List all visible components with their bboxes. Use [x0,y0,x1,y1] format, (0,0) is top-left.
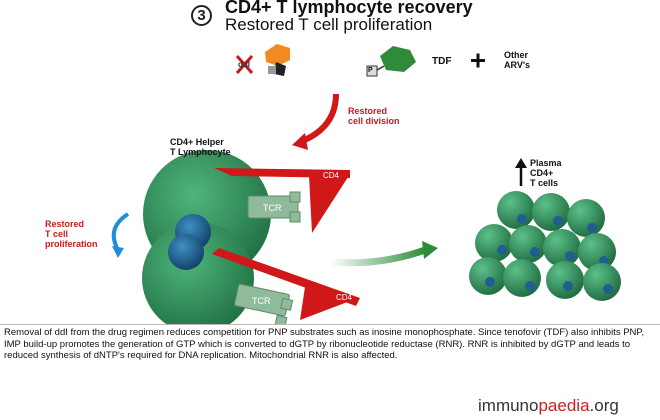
proliferation-arrow [111,212,130,258]
ddi-label: ddI [238,60,250,69]
tcr-label-bottom: TCR [252,296,271,306]
ddi-drug-icon [265,44,290,76]
small-t-cell [546,261,584,299]
small-t-cell [497,191,535,229]
cd4-receptor-top [214,168,350,233]
other-arvs-line2: ARV's [504,60,530,70]
expansion-arrow [329,241,438,267]
small-t-cell [583,263,621,301]
tdf-drug-icon [366,46,416,77]
diagram-canvas [111,44,621,325]
small-t-cell [543,229,581,267]
up-arrow-icon [515,158,527,186]
tcr-receptor-top [247,191,301,223]
other-arvs-line1: Other [504,50,529,60]
immunopaedia-logo: immunopaedia.org [478,396,619,415]
plasma-label-2: CD4+ [530,168,554,178]
cross-icon [235,55,254,74]
dividing-nucleus [168,214,211,270]
cd4-label-bottom: CD4 [336,293,353,302]
small-t-cell [509,225,547,263]
t-cell-cluster [469,191,621,301]
restored-division-arrow [292,93,339,150]
page-subtitle: Restored T cell proliferation [225,15,433,34]
small-t-cell [503,259,541,297]
proliferation-label-2: T cell [45,229,69,239]
small-t-cell [567,199,605,237]
cd4-label-top: CD4 [323,171,340,180]
cd4-receptor-bottom [212,248,360,320]
proliferation-label-1: Restored [45,219,85,229]
figure-caption: Removal of ddI from the drug regimen red… [4,327,645,362]
plasma-label-3: T cells [530,178,559,188]
helper-label-1: CD4+ Helper [170,137,224,147]
small-t-cell [475,224,513,262]
plasma-label-1: Plasma [530,158,562,168]
step-number-badge: 3 [191,5,212,26]
proliferation-label-3: proliferation [45,239,98,249]
tdf-label: TDF [432,56,452,67]
caption-divider [0,324,660,325]
page-title: CD4+ T lymphocyte recovery [225,0,473,17]
tcr-label-top: TCR [263,203,282,213]
tdf-phosphate-label: P [368,67,373,74]
restored-division-label-2: cell division [348,116,400,126]
small-t-cell [469,257,507,295]
helper-label-2: T Lymphocyte [170,147,231,157]
small-t-cell [532,193,570,231]
restored-division-label-1: Restored [348,106,388,116]
plus-icon [471,53,485,68]
